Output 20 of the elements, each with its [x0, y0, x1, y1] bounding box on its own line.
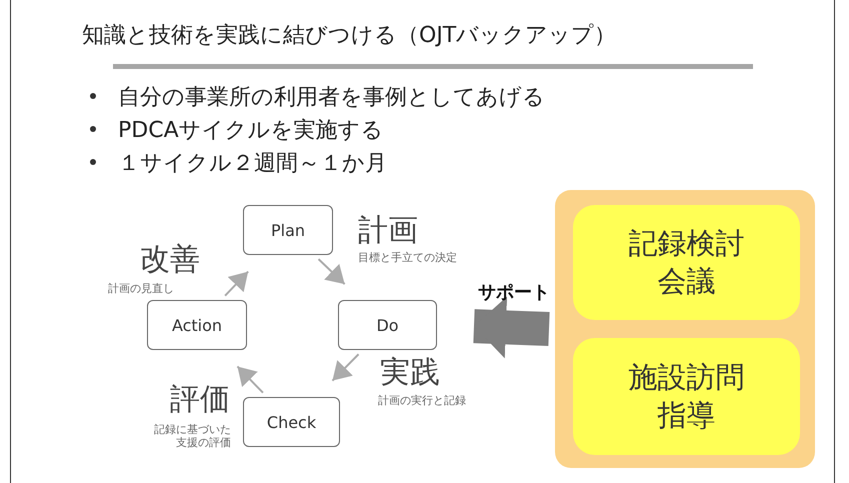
bullet-text: PDCAサイクルを実施する — [118, 117, 384, 145]
process-box: Do — [338, 300, 437, 350]
phase-description: 目標と手立ての決定 — [358, 252, 458, 265]
bullet-text: 自分の事業所の利用者を事例としてあげる — [118, 84, 545, 112]
edge-label: サポート — [478, 281, 550, 304]
title: 知識と技術を実践に結びつける（OJTバックアップ） — [82, 22, 616, 50]
phase-description: 記録に基づいた支援の評価 — [153, 424, 231, 450]
bullet-text: １サイクル２週間～１か月 — [118, 150, 387, 178]
phase-description: 計画の実行と記録 — [378, 395, 467, 408]
phase-label: 改善 — [140, 243, 200, 278]
process-box: Check — [243, 397, 340, 447]
group-box — [555, 190, 815, 468]
method-box: 記録検討会議 — [573, 205, 800, 320]
phase-description: 計画の見直し — [108, 283, 175, 296]
phase-label: 評価 — [169, 383, 230, 418]
phase-label: 計画 — [358, 214, 418, 248]
phase-label: 実践 — [380, 356, 440, 390]
method-box: 施設訪問指導 — [573, 338, 800, 455]
process-box: Plan — [243, 205, 333, 255]
process-box: Action — [147, 300, 247, 350]
